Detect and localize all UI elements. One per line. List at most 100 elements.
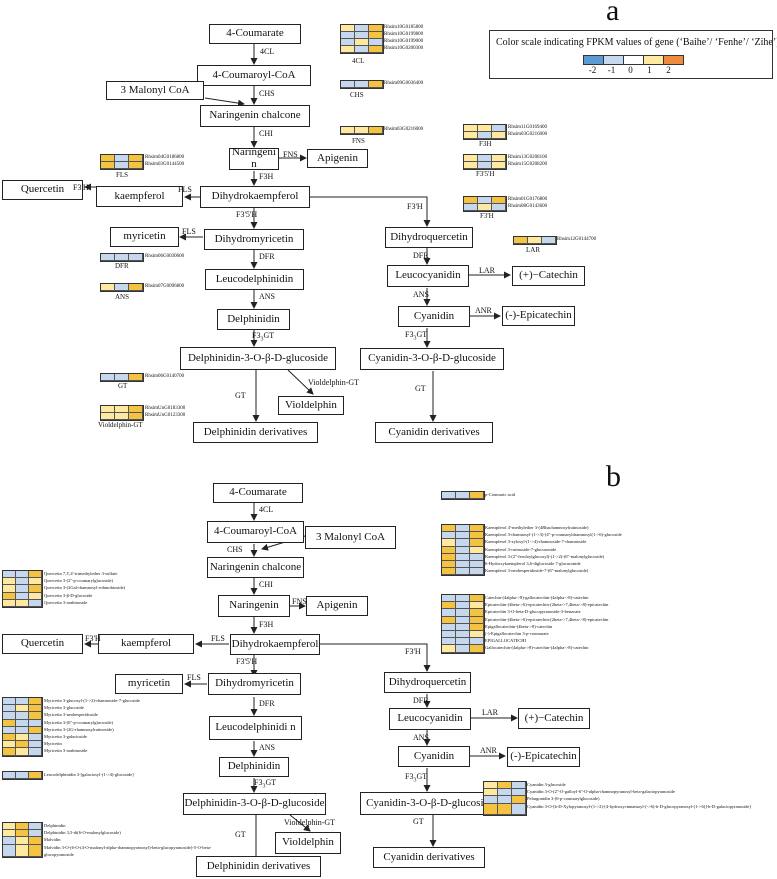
metabolites-leucodelphinidin: Leucodelphinidin 3-[galactosyl-(1->4)-gl… [44,772,134,777]
caption-lar: LAR [526,246,540,254]
cell [355,39,369,46]
enzyme-b-anr: ANR [480,746,497,755]
enzyme-a-f3prime-h-left: F3'H [73,183,89,192]
node-a-delphinidin: Delphinidin [217,309,290,330]
heatmap-kaempferol [441,524,485,577]
node-b-apigenin: Apigenin [306,596,368,616]
enzyme-a-gt-2: GT [415,384,426,393]
node-a-cyanidin-glucoside: Cyanidin-3-O-β-D-glucoside [360,348,504,370]
caption-f3h: F3H [479,140,492,148]
metabolites-catechin: Catechin-(4alpha->8)-gallocatechin-(4alp… [485,595,609,651]
node-b-catechin: (+)−Catechin [518,708,590,729]
legend-value-1: 1 [647,65,652,75]
node-a-naringenin-chalcone: Naringenin chalcone [200,105,310,127]
node-a-cyanidin: Cyanidin [398,306,470,327]
node-b-naringenin: Naringenin [218,595,290,617]
enzyme-b-4cl: 4CL [259,505,274,514]
enzyme-b-ans-2: ANS [413,733,430,742]
enzyme-a-ans-2: ANS [413,290,430,299]
cell [369,32,383,39]
cell [341,46,355,53]
enzyme-a-chs: CHS [259,89,275,98]
node-a-violdelphin: Violdelphin [278,396,344,415]
metabolites-myricetin: Myricetin 3-glucosyl-(1->2)-rhamnoside-7… [44,698,140,754]
node-a-leucodelphinidin: Leucodelphinidin [205,269,304,290]
cell [369,46,383,53]
node-a-naringenin: Naringeni n [229,147,279,170]
node-b-cyanidin-glucoside: Cyanidin-3-O-β-D-glucoside [360,792,500,815]
cell [355,32,369,39]
enzyme-a-f35h: F3'5'H [236,210,258,219]
cell [341,25,355,32]
legend-value-minus1: -1 [607,65,616,75]
node-b-quercetin: Quercetin [2,634,83,654]
enzyme-b-f35h: F3'5'H [236,657,258,666]
cell [341,39,355,46]
node-b-dihydrokaempferol: Dihydrokaempferol [230,634,320,655]
node-b-delphinidin: Delphinidin [219,757,289,777]
arrows-panel-a [84,44,511,422]
heatmap-lar [513,236,557,245]
heatmap-4cl [340,24,384,54]
enzyme-b-chi: CHI [259,580,273,589]
node-a-delphinidin-glucoside: Delphinidin-3-O-β-D-glucoside [180,347,336,370]
heatmap-p-coumaric [441,491,485,500]
panel-label-b: b [606,460,621,493]
genes-ans: Rhsim07G0096800 [145,284,185,289]
node-a-4-coumarate: 4-Coumarate [209,24,301,44]
swatch-0 [624,56,644,64]
enzyme-a-ans-1: ANS [259,292,276,301]
node-a-dihydromyricetin: Dihydromyricetin [204,229,304,250]
node-a-dihydroquercetin: Dihydroquercetin [385,227,473,248]
heatmap-fns [340,126,384,135]
heatmap-quercetin [2,570,43,608]
heatmap-myricetin [2,697,43,757]
enzyme-a-fns: FNS [283,150,298,159]
node-a-catechin: (+)−Catechin [512,266,585,286]
genes-dfr: Rhsim06G0030600 [145,254,185,259]
swatch-minus1 [604,56,624,64]
legend-value-minus2: -2 [588,65,597,75]
enzyme-b-f3gt-1: F33GT [254,778,277,790]
heatmap-fls [100,154,144,170]
node-b-dihydroquercetin: Dihydroquercetin [384,672,471,693]
node-a-apigenin: Apigenin [307,149,368,168]
node-b-epicatechin: (-)-Epicatechin [507,747,580,767]
cell [369,25,383,32]
heatmap-dfr [100,253,144,262]
swatch-minus2 [584,56,604,64]
node-b-kaempferol: kaempferol [98,634,194,654]
enzyme-b-fns: FNS [292,597,307,606]
heatmap-f3h [463,124,507,140]
node-a-dihydrokaempferol: Dihydrokaempferol [200,186,310,208]
node-a-epicatechin: (-)-Epicatechin [502,306,575,326]
node-b-cyanidin-derivatives: Cyanidin derivatives [373,847,485,868]
enzyme-b-chs: CHS [227,545,243,554]
enzyme-b-f3h: F3H [259,620,274,629]
heatmap-ans [100,283,144,292]
node-b-naringenin-chalcone: Naringenin chalcone [207,557,304,578]
node-a-cyanidin-derivatives: Cyanidin derivatives [375,422,493,443]
legend-title: Color scale indicating FPKM values of ge… [496,37,777,48]
enzyme-b-ans-1: ANS [259,743,276,752]
enzyme-a-f3gt-1: F33GT [252,331,275,343]
enzyme-b-fls-2: FLS [187,673,201,682]
node-b-cyanidin: Cyanidin [398,746,470,767]
metabolites-kaempferol: Kaempferol 4'-methylether 3-(4Rhachamnos… [485,525,622,574]
heatmap-violdelphin-gt [100,405,144,421]
node-b-delphinidin-derivatives: Delphinidin derivatives [196,856,321,877]
node-a-kaempferol: kaempferol [96,186,183,207]
enzyme-a-anr: ANR [475,306,492,315]
enzyme-b-f3prime-h-left: F3'H [85,634,101,643]
genes-fns: Rhsim03G0216000 [384,127,424,132]
color-scale-legend: Color scale indicating FPKM values of ge… [489,30,777,79]
enzyme-b-gt-1: GT [235,830,246,839]
genes-gt: Rhsim06G0140700 [145,374,185,379]
enzyme-b-gt-2: GT [413,817,424,826]
heatmap-f3prime-h [463,196,507,212]
